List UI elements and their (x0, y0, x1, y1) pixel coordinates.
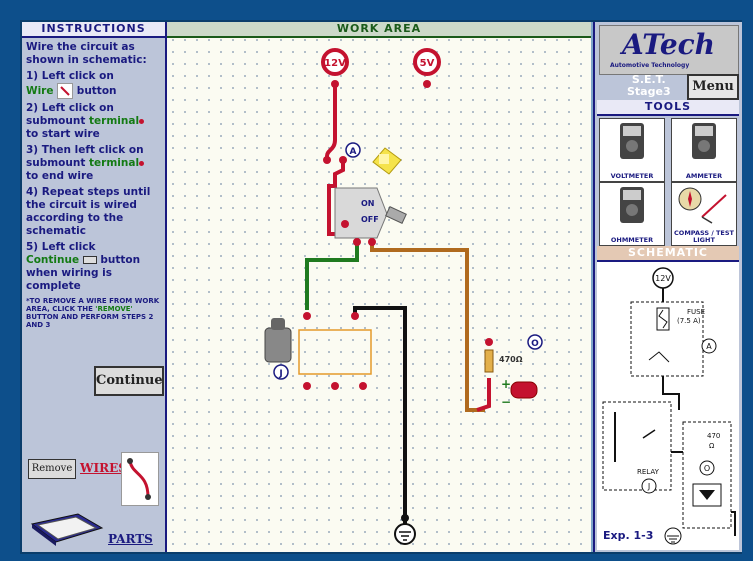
remove-note: *TO REMOVE A WIRE FROM WORK AREA, CLICK … (26, 297, 161, 329)
label-o: O (531, 339, 539, 349)
sch-fuse: FUSE (687, 308, 705, 316)
relay[interactable]: J (264, 312, 372, 390)
step-1-button-text: button (76, 85, 117, 97)
step-2: 2) Left click on submount terminal to st… (26, 102, 161, 141)
ammeter-label: AMMETER (685, 172, 723, 180)
switch-off-label: OFF (361, 215, 379, 224)
step-3: 3) Then left click on submount terminal … (26, 144, 161, 183)
source-5v-label: 5V (420, 58, 435, 69)
step-3-text: 3) Then left click on submount (26, 144, 144, 169)
schematic-svg: 12V FUSE (7.5 A) A RELAY J 470 Ω (602, 267, 736, 545)
schematic-section: SCHEMATIC (597, 246, 739, 262)
circuit-canvas[interactable]: 12V 5V A (167, 38, 591, 552)
experiment-label: Exp. 1-3 (603, 529, 654, 542)
compass-icon (678, 187, 727, 224)
schematic-header: SCHEMATIC (597, 246, 739, 262)
step-1: 1) Left click on Wire button (26, 70, 161, 99)
logo-subtitle: Automotive Technology (610, 62, 690, 69)
step-5: 5) Left click Continue button when wirin… (26, 241, 161, 293)
sch-ohm: Ω (709, 442, 715, 450)
source-12v-label: 12V (324, 58, 346, 69)
step-3-terminal: terminal (89, 157, 140, 169)
compass-testlight-tool[interactable]: COMPASS / TEST LIGHT (671, 182, 737, 246)
work-area[interactable]: WORK AREA 12V 5V A (167, 22, 591, 552)
continue-mini-icon (82, 256, 97, 264)
tools-section: TOOLS (597, 100, 739, 116)
switch-on-label: ON (361, 199, 375, 208)
step-5-text: 5) Left click (26, 241, 96, 253)
wire-red-3[interactable] (476, 378, 491, 412)
toggle-switch[interactable]: ON OFF (334, 187, 407, 246)
intro-text: Wire the circuit as shown in schematic: (26, 41, 147, 66)
wires-link[interactable]: WIRES (80, 461, 127, 475)
terminal-dot-icon (139, 118, 145, 124)
resistor-label: 470Ω (499, 355, 523, 364)
schematic-diagram: 12V FUSE (7.5 A) A RELAY J 470 Ω (597, 262, 739, 550)
terminal-dot-icon (139, 160, 145, 166)
label-a: A (350, 147, 357, 157)
logo-text: ATech (622, 28, 716, 61)
stage-label: S.E.T. Stage3 (627, 74, 671, 98)
led-plus: + (501, 377, 511, 391)
step-2-terminal: terminal (89, 115, 140, 127)
instructions-header: INSTRUCTIONS (22, 22, 165, 38)
ohmmeter-tool[interactable]: OHMMETER (599, 182, 665, 246)
step-5-continue: Continue (26, 254, 80, 266)
step-4: 4) Repeat steps until the circuit is wir… (26, 186, 151, 237)
continue-button[interactable]: Continue (94, 366, 164, 396)
ohmmeter-icon (620, 187, 644, 223)
compass-label: COMPASS / TEST LIGHT (674, 229, 734, 244)
step-3-end: to end wire (26, 170, 94, 182)
set-label: S.E.T. (631, 73, 666, 86)
label-j: J (278, 369, 282, 379)
wire-green[interactable] (305, 242, 359, 310)
wire-tool-button[interactable] (121, 452, 159, 506)
step-2-end: to start wire (26, 128, 100, 140)
wire-red-1[interactable] (325, 84, 337, 160)
stage-number: Stage3 (627, 85, 671, 98)
resistor-470[interactable]: 470Ω O (484, 334, 543, 373)
wire-mini-icon (57, 83, 74, 99)
sch-o: O (704, 464, 710, 473)
step-1-wire: Wire (26, 85, 54, 97)
sch-470: 470 (707, 432, 720, 440)
note-text-b: BUTTON AND PERFORM STEPS 2 AND 3 (26, 313, 154, 329)
atech-logo: ATech Automotive Technology (599, 25, 739, 75)
voltmeter-icon (620, 123, 644, 159)
ground[interactable] (394, 514, 416, 545)
wire-black[interactable] (353, 306, 407, 522)
led-minus: − (501, 395, 511, 409)
note-text-a: *TO REMOVE A WIRE FROM WORK AREA, CLICK … (26, 297, 160, 313)
voltmeter-label: VOLTMETER (610, 172, 654, 180)
step-1-text: 1) Left click on (26, 70, 114, 82)
app-frame: INSTRUCTIONS Wire the circuit as shown i… (20, 20, 742, 554)
voltmeter-tool[interactable]: VOLTMETER (599, 118, 665, 182)
wire-icon (127, 458, 151, 500)
sch-12v: 12V (655, 274, 671, 283)
sch-relay: RELAY (637, 468, 660, 476)
ammeter-tool[interactable]: AMMETER (671, 118, 737, 182)
instructions-panel: INSTRUCTIONS Wire the circuit as shown i… (22, 22, 167, 552)
remove-button[interactable]: Remove (28, 459, 76, 479)
note-remove: 'REMOVE' (95, 305, 133, 313)
parts-link[interactable]: PARTS (108, 532, 153, 546)
sch-j: J (647, 482, 650, 491)
sch-fuse-val: (7.5 A) (677, 317, 701, 325)
ammeter-icon (692, 123, 716, 159)
parts-bin-icon[interactable] (30, 512, 104, 548)
tools-header: TOOLS (597, 100, 739, 116)
right-panel: ATech Automotive Technology S.E.T. Stage… (593, 22, 742, 552)
step-2-text: 2) Left click on submount (26, 102, 114, 127)
source-12v[interactable]: 12V (321, 48, 349, 88)
step-5-end: button when wiring is complete (26, 254, 141, 292)
led[interactable]: + − (501, 377, 538, 409)
menu-button[interactable]: Menu (687, 74, 739, 100)
sch-a: A (706, 342, 712, 351)
fuse[interactable] (323, 147, 402, 175)
wire-brown-2[interactable] (465, 338, 479, 412)
ohmmeter-label: OHMMETER (610, 236, 654, 244)
source-5v[interactable]: 5V (413, 48, 441, 88)
work-area-header: WORK AREA (167, 22, 591, 38)
